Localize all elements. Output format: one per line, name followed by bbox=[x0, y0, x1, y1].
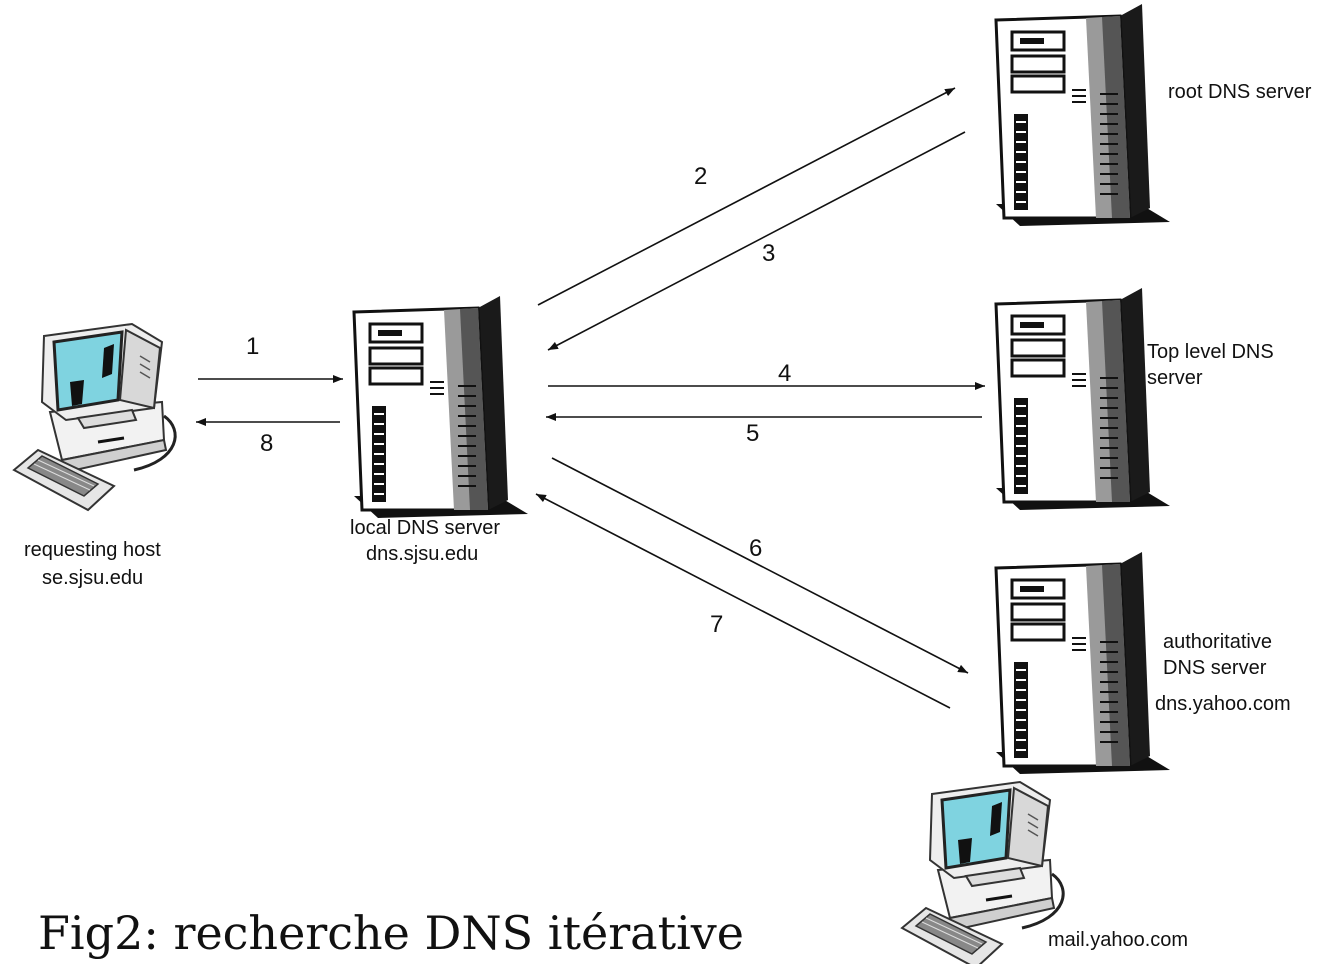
mail-host-label: mail.yahoo.com bbox=[1048, 929, 1189, 951]
step-label-8: 8 bbox=[260, 430, 274, 457]
step-label-5: 5 bbox=[746, 420, 760, 447]
step-label-4: 4 bbox=[778, 360, 792, 387]
mail-host-workstation-icon bbox=[900, 780, 1065, 964]
arrow-step-2 bbox=[537, 87, 956, 306]
figure-caption: Fig2: recherche DNS itérative bbox=[38, 906, 745, 960]
arrow-step-6 bbox=[551, 457, 969, 674]
step-label-3: 3 bbox=[762, 240, 776, 267]
step-label-7: 7 bbox=[710, 611, 724, 638]
auth-dns-label-line1: authoritative bbox=[1163, 631, 1272, 653]
requesting-host-workstation-icon bbox=[12, 322, 177, 512]
root-dns-label: root DNS server bbox=[1168, 81, 1312, 103]
tld-dns-label-line1: Top level DNS bbox=[1147, 341, 1274, 363]
step-label-6: 6 bbox=[749, 535, 763, 562]
tld-dns-server-icon bbox=[994, 286, 1172, 512]
step-label-1: 1 bbox=[246, 333, 260, 360]
auth-dns-address: dns.yahoo.com bbox=[1155, 693, 1291, 715]
arrow-step-7 bbox=[535, 493, 951, 709]
arrow-step-3 bbox=[547, 131, 966, 351]
auth-dns-label-line2: DNS server bbox=[1163, 657, 1267, 679]
requesting-host-address: se.sjsu.edu bbox=[42, 567, 144, 589]
step-label-2: 2 bbox=[694, 163, 708, 190]
local-dns-address: dns.sjsu.edu bbox=[366, 543, 479, 565]
tld-dns-label-line2: server bbox=[1147, 367, 1203, 389]
requesting-host-label: requesting host bbox=[24, 539, 161, 561]
local-dns-server-icon bbox=[352, 294, 530, 520]
root-dns-server-icon bbox=[994, 2, 1172, 228]
authoritative-dns-server-icon bbox=[994, 550, 1172, 776]
local-dns-label: local DNS server bbox=[350, 517, 501, 539]
